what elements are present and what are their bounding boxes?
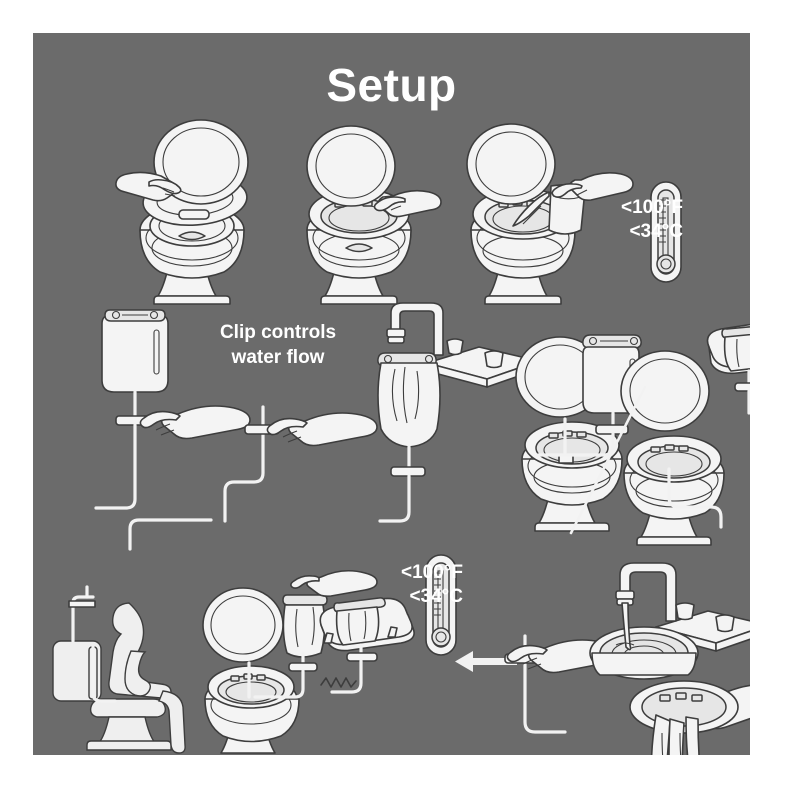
diagonal-divider-icon — [569, 385, 647, 535]
callout-temp-top-celsius: <34°C — [629, 221, 683, 243]
step-close-clip — [223, 403, 393, 543]
page-title: Setup — [326, 59, 457, 111]
step-open-clip — [78, 288, 368, 510]
toilet-bag-lid-icon — [620, 350, 725, 546]
bag-option-a — [536, 325, 700, 505]
person-seated-toilet-icon — [52, 585, 186, 754]
bag-on-lid-option-b — [699, 315, 750, 425]
toilet-lid-open-hand-icon — [115, 119, 249, 305]
iv-bag-icon — [536, 334, 642, 457]
bag-faucet-fill-icon — [377, 302, 540, 523]
bag-on-stand-icon — [319, 597, 415, 694]
step-fill-bag-at-faucet — [355, 301, 540, 531]
step-pour-warm-water — [441, 118, 641, 308]
callout-temp-bottom-fahrenheit: <100°F — [400, 562, 463, 583]
clip-note-line1: Clip controls — [219, 322, 337, 343]
step-lift-lid-and-seat — [83, 118, 298, 308]
callout-temp-bottom: <100°F <34°C — [353, 561, 463, 610]
tube-squiggle — [319, 673, 359, 695]
callout-temp-top-fahrenheit: <100°F — [620, 197, 683, 218]
tube-run-left — [128, 473, 428, 553]
thermometer-icon — [425, 554, 457, 656]
tube-path-icon — [128, 518, 213, 551]
bag-lid-stand — [315, 589, 435, 709]
bag-clip-open-hand-icon — [94, 309, 251, 510]
tube-connector-icon — [320, 677, 357, 688]
step-rinse-at-sink — [588, 553, 750, 755]
toilet-seat-down-hand-icon — [306, 125, 442, 305]
clip-note: Clip controls water flow — [178, 321, 378, 370]
callout-temp-bottom-celsius: <34°C — [409, 586, 463, 608]
toilet-pour-pitcher-icon — [466, 123, 634, 305]
option-separator — [563, 385, 653, 535]
step-bag-on-lid-setup — [202, 569, 393, 755]
clip-close-hand-icon — [223, 405, 378, 523]
step-lower-seat — [273, 118, 468, 308]
thermometer-bottom — [416, 551, 466, 661]
clip-note-line2: water flow — [231, 346, 325, 368]
sink-faucet-rinse-icon — [589, 562, 750, 755]
thermometer-icon — [650, 181, 682, 283]
instruction-panel: Setup — [33, 33, 750, 755]
bag-hand-and-lid-stand-icon — [202, 569, 378, 754]
step-hang-bag-option-b — [613, 333, 750, 563]
thermometer-top — [641, 178, 691, 288]
step-seated-position — [43, 563, 203, 755]
callout-temp-top: <100°F <34°C — [573, 196, 683, 245]
bag-on-lid-icon — [706, 323, 750, 415]
